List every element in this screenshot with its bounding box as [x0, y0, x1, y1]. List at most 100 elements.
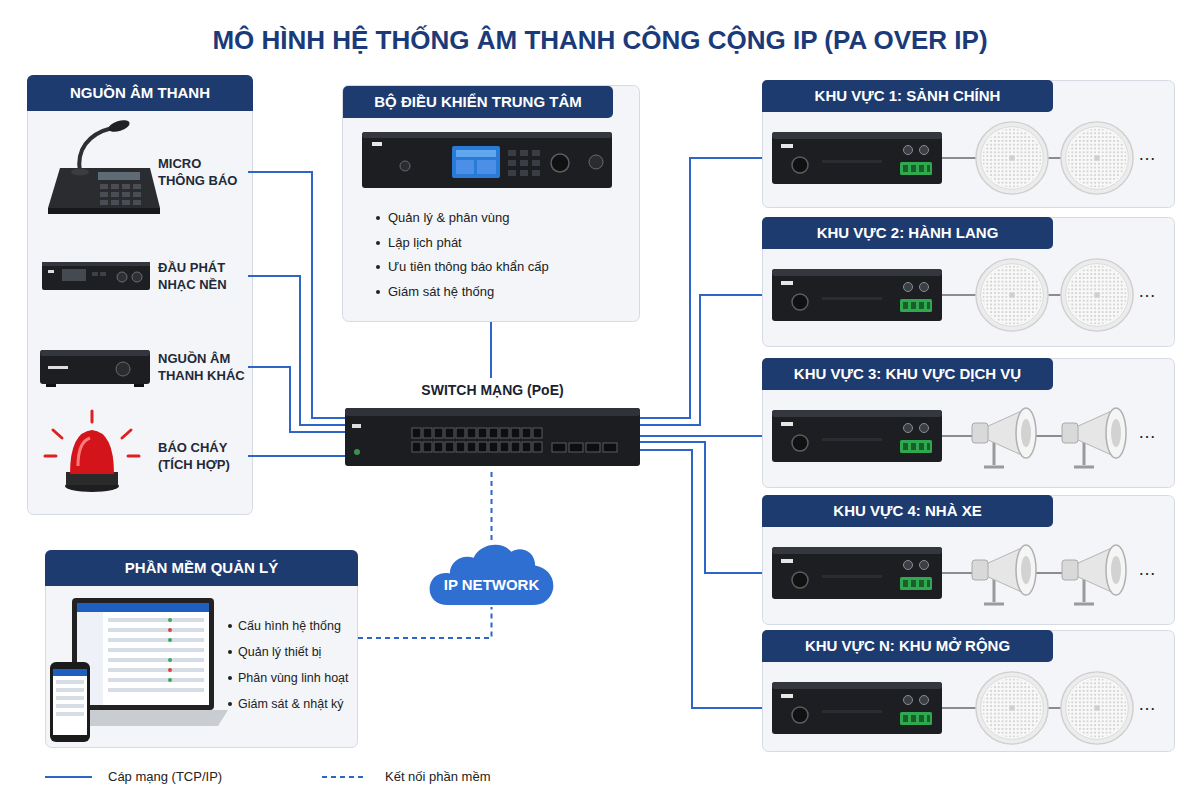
panel-heading: BỘ ĐIỀU KHIỂN TRUNG TÂM: [343, 86, 613, 118]
source-label: NGUỒN ÂM THANH KHÁC: [158, 350, 248, 384]
source-label: MICRO THÔNG BÁO: [158, 155, 248, 189]
bullet-dots: [376, 265, 380, 269]
zone-equipment: [772, 132, 942, 184]
network-cable: [640, 450, 762, 708]
panel-grounds: [343, 86, 640, 322]
laptop-and-phone: [168, 628, 172, 672]
panel-grounds: [763, 218, 1175, 347]
ellipsis: …: [1138, 144, 1168, 164]
central-controller: [372, 142, 382, 146]
bullet-dots: [376, 216, 380, 220]
microphone-console: [122, 200, 130, 205]
microphone-console: [71, 169, 89, 176]
music-player: [42, 262, 150, 290]
laptop-and-phone: [53, 669, 87, 735]
zone-equipment: [1061, 122, 1133, 194]
microphone-console: [133, 192, 141, 197]
central-controller: [589, 155, 603, 169]
network-switch-device: [345, 408, 640, 466]
microphone-console: [48, 168, 160, 208]
laptop-and-phone: [108, 648, 204, 652]
panel-grounds: [46, 551, 358, 748]
network-switch-device: [434, 442, 443, 452]
panel-grounds: [28, 76, 253, 515]
network-cable: [490, 322, 492, 378]
laptop-and-phone: [108, 638, 204, 642]
central-controller: [456, 160, 474, 174]
fire-alarm-beacon: [45, 411, 139, 492]
feature-item: Giám sát & nhật ký: [238, 696, 355, 712]
legend-label: Kết nối phần mềm: [385, 769, 491, 785]
microphone-console: [133, 184, 141, 189]
central-controller: [508, 150, 516, 156]
music-player: [62, 269, 86, 281]
microphone-console: [111, 184, 119, 189]
zone-panel: KHU VỰC 2: HÀNH LANG …: [762, 217, 1175, 347]
laptop-and-phone: [168, 638, 172, 642]
cloud-shape: [428, 540, 555, 607]
zone-equipment: [1062, 408, 1126, 467]
feature-item: Quản lý thiết bị: [238, 644, 355, 660]
legend-label: Cáp mạng (TCP/IP): [108, 769, 222, 785]
central-controller: [532, 170, 540, 176]
laptop-and-phone: [168, 668, 172, 672]
laptop-and-phone: [50, 598, 228, 742]
central-controller: [477, 160, 496, 174]
central-controller: [532, 160, 540, 166]
audio-source-box: [40, 350, 150, 387]
zone-heading: KHU VỰC 2: HÀNH LANG: [762, 217, 1053, 249]
laptop-and-phone: [108, 618, 204, 692]
laptop-and-phone: [168, 628, 172, 632]
microphone-console: [111, 200, 119, 205]
fire-alarm-beacon: [128, 455, 139, 458]
laptop-and-phone: [108, 678, 204, 682]
ellipsis: …: [1138, 559, 1168, 579]
feature-item: Cấu hình hệ thống: [238, 618, 355, 634]
software-link: [358, 607, 492, 638]
fire-alarm-beacon: [78, 438, 90, 466]
audio-source-box: [134, 384, 144, 387]
zone-equipment: [772, 269, 942, 321]
network-switch-device: [352, 424, 361, 428]
audio-source-box: [116, 362, 130, 376]
laptop-and-phone: [56, 680, 84, 684]
music-player: [42, 262, 150, 266]
ellipsis: …: [1138, 281, 1168, 301]
source-item: ĐẦU PHÁT NHẠC NỀN: [158, 259, 248, 293]
software-panel: PHẦN MỀM QUẢN LÝ Cấu hình hệ thốngQuản lý…: [45, 550, 358, 748]
laptop-and-phone: [77, 603, 209, 705]
microphone-console: [122, 184, 130, 189]
zone-equipment: [976, 672, 1048, 744]
laptop-and-phone: [72, 598, 214, 710]
microphone-console: [48, 118, 160, 214]
central-controller: [508, 160, 516, 166]
panel-heading: NGUỒN ÂM THANH: [27, 75, 253, 111]
source-label: ĐẦU PHÁT NHẠC NỀN: [158, 259, 248, 293]
network-switch-device: [345, 408, 640, 466]
source-item: MICRO THÔNG BÁO: [158, 155, 248, 189]
bullet-dots: [228, 676, 232, 680]
laptop-and-phone: [56, 704, 84, 708]
network-cable: [640, 442, 762, 573]
network-switch-device: [500, 442, 509, 452]
laptop-and-phone: [108, 658, 204, 662]
laptop-and-phone: [168, 618, 172, 682]
source-item: NGUỒN ÂM THANH KHÁC: [158, 350, 248, 384]
panel-heading: PHẦN MỀM QUẢN LÝ: [45, 550, 358, 586]
feature-item: Lập lịch phát: [388, 235, 628, 251]
central-controller: [520, 150, 528, 156]
microphone-console: [98, 172, 140, 180]
laptop-and-phone: [56, 712, 84, 716]
network-switch-device: [500, 428, 509, 438]
microphone-console: [48, 208, 160, 214]
zone-equipment: [976, 122, 1048, 194]
laptop-and-phone: [108, 688, 204, 692]
zone-equipment: [972, 408, 1036, 467]
ip-cloud: IP NETWORK: [428, 540, 555, 607]
ellipsis: …: [1138, 422, 1168, 442]
microphone-console: [107, 118, 131, 134]
microphone-console: [100, 200, 108, 205]
feature-item: Quản lý & phân vùng: [388, 210, 628, 226]
legend-samples: [45, 776, 92, 778]
